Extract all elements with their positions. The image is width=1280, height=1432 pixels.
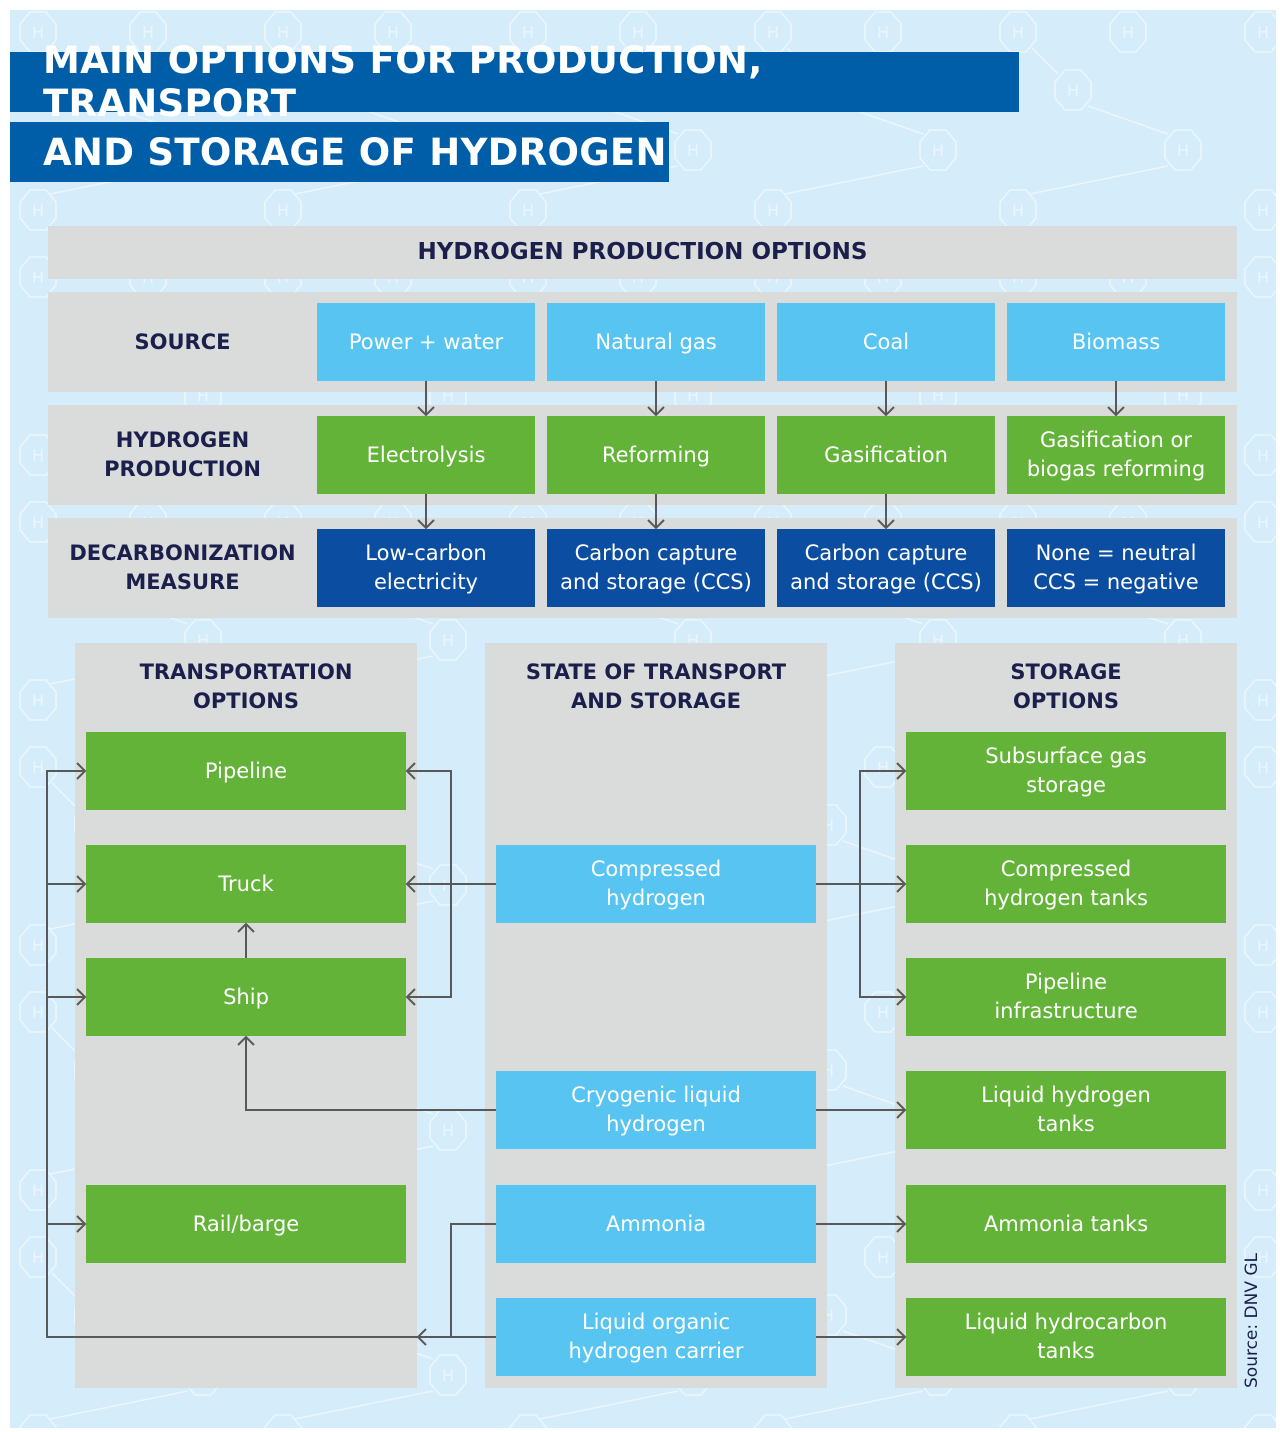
- decarbonization-label: DECARBONIZATION MEASURE: [69, 541, 296, 594]
- source-credit: Source: DNV GL: [1242, 1252, 1262, 1388]
- storage-compressed-tanks: Compressed hydrogen tanks: [906, 845, 1226, 923]
- measure-ccs-gas: Carbon capture and storage (CCS): [547, 529, 765, 607]
- measure-ccs-coal: Carbon capture and storage (CCS): [777, 529, 995, 607]
- transport-ship: Ship: [86, 958, 406, 1036]
- transport-rail-barge: Rail/barge: [86, 1185, 406, 1263]
- source-power-water: Power + water: [317, 303, 535, 381]
- source-natural-gas: Natural gas: [547, 303, 765, 381]
- method-electrolysis: Electrolysis: [317, 416, 535, 494]
- state-ammonia: Ammonia: [496, 1185, 816, 1263]
- production-label: HYDROGEN PRODUCTION: [104, 428, 261, 481]
- state-cryogenic: Cryogenic liquid hydrogen: [496, 1071, 816, 1149]
- storage-liquid-hydrocarbon-tanks: Liquid hydrocarbon tanks: [906, 1298, 1226, 1376]
- source-biomass: Biomass: [1007, 303, 1225, 381]
- transport-pipeline: Pipeline: [86, 732, 406, 810]
- transport-truck: Truck: [86, 845, 406, 923]
- method-gasification-biogas: Gasification or biogas reforming: [1007, 416, 1225, 494]
- storage-subsurface: Subsurface gas storage: [906, 732, 1226, 810]
- state-compressed: Compressed hydrogen: [496, 845, 816, 923]
- method-gasification: Gasification: [777, 416, 995, 494]
- source-label: SOURCE: [134, 329, 231, 354]
- transport-header: TRANSPORTATION OPTIONS: [139, 660, 353, 713]
- storage-pipeline-infrastructure: Pipeline infrastructure: [906, 958, 1226, 1036]
- state-panel: [485, 643, 827, 1388]
- production-header: HYDROGEN PRODUCTION OPTIONS: [48, 226, 1237, 279]
- method-reforming: Reforming: [547, 416, 765, 494]
- measure-biomass: None = neutral CCS = negative: [1007, 529, 1225, 607]
- measure-low-carbon: Low-carbon electricity: [317, 529, 535, 607]
- state-header: STATE OF TRANSPORT AND STORAGE: [525, 660, 787, 713]
- state-lohc: Liquid organic hydrogen carrier: [496, 1298, 816, 1376]
- storage-liquid-hydrogen-tanks: Liquid hydrogen tanks: [906, 1071, 1226, 1149]
- title-line-2: AND STORAGE OF HYDROGEN: [10, 122, 669, 182]
- storage-ammonia-tanks: Ammonia tanks: [906, 1185, 1226, 1263]
- title-line-1: MAIN OPTIONS FOR PRODUCTION, TRANSPORT: [10, 39, 1019, 125]
- storage-header: STORAGE OPTIONS: [1010, 660, 1122, 713]
- source-coal: Coal: [777, 303, 995, 381]
